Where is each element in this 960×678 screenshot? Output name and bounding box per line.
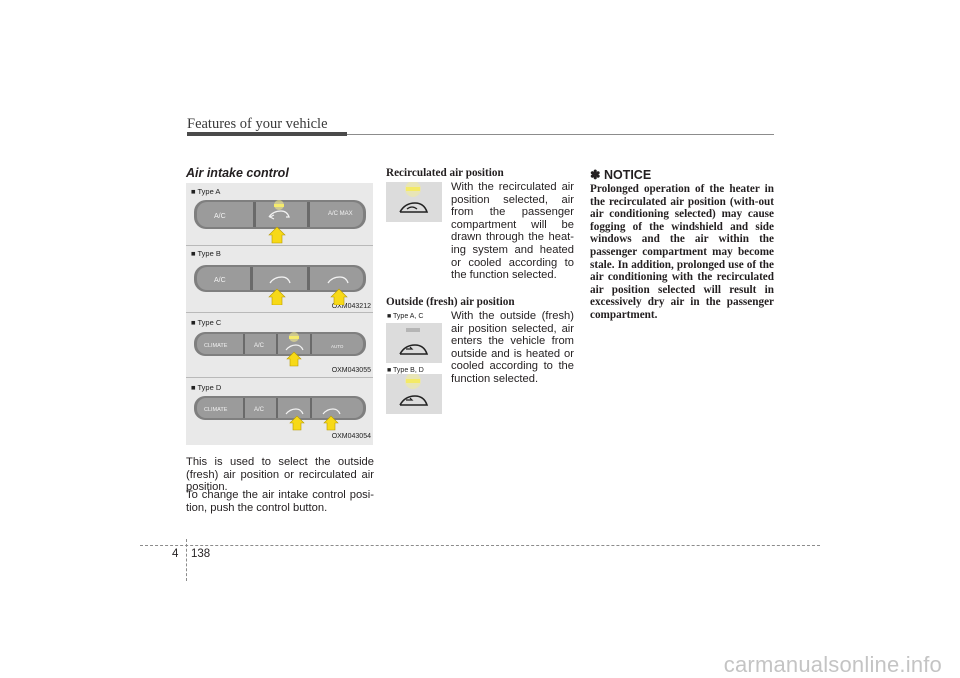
section-title: Air intake control <box>186 166 289 180</box>
footer-divider <box>186 539 187 581</box>
panel-d-ac-label: A/C <box>254 407 265 413</box>
page-number: 138 <box>191 548 211 560</box>
panel-type-c: ■ Type C OXM043055 CLIMATE A/C AUTO <box>186 312 373 378</box>
instruction-paragraph: To change the air intake control posi-ti… <box>186 489 374 514</box>
control-panel-figure: ■ Type A A/C A/C MAX ■ Type B OXM043212 … <box>186 183 373 445</box>
notice-text: Prolonged operation of the heater in the… <box>590 183 774 321</box>
panel-type-label: ■ Type C <box>191 318 222 327</box>
recirc-text: With the recirculated air position selec… <box>451 181 574 282</box>
footer-rule <box>140 545 820 546</box>
panel-a-acmax-label: A/C MAX <box>328 211 353 217</box>
intro-paragraph: This is used to select the outside (fres… <box>186 456 374 494</box>
header-rule <box>187 134 774 135</box>
figure-code: OXM043212 <box>331 303 371 310</box>
panel-type-a: ■ Type A A/C A/C MAX <box>186 183 373 246</box>
outside-icon-thumbnail-ac <box>386 323 442 363</box>
outside-text: With the outside (fresh) air position se… <box>451 310 574 385</box>
recirc-icon-thumbnail <box>386 181 442 222</box>
panel-c-ac-label: A/C <box>254 343 265 349</box>
panel-b-ac-label: A/C <box>214 277 226 284</box>
panel-type-label: ■ Type D <box>191 383 222 392</box>
panel-a-illustration: A/C A/C MAX <box>194 200 366 244</box>
panel-c-illustration: CLIMATE A/C AUTO <box>194 332 366 367</box>
chapter-number: 4 <box>172 548 179 560</box>
panel-b-illustration: A/C <box>194 265 366 305</box>
panel-type-d: ■ Type D OXM043054 CLIMATE A/C <box>186 377 373 445</box>
recirc-heading: Recirculated air position <box>386 167 504 179</box>
watermark: carmanualsonline.info <box>723 652 942 677</box>
panel-type-label: ■ Type B <box>191 249 221 258</box>
outside-type-bd-label: ■ Type B, D <box>387 367 424 374</box>
notice-title: ✽ NOTICE <box>590 168 652 182</box>
panel-type-b: ■ Type B OXM043212 A/C <box>186 245 373 313</box>
outside-air-icon <box>399 373 429 406</box>
header-rule-accent <box>187 132 347 136</box>
header-title: Features of your vehicle <box>187 116 328 132</box>
panel-a-ac-label: A/C <box>214 213 226 220</box>
recirc-icon <box>399 181 429 213</box>
panel-d-climate-label: CLIMATE <box>204 407 228 413</box>
figure-code: OXM043054 <box>331 433 371 440</box>
panel-type-label: ■ Type A <box>191 187 221 196</box>
panel-c-climate-label: CLIMATE <box>204 343 228 349</box>
outside-icon-thumbnail-bd <box>386 373 442 414</box>
figure-code: OXM043055 <box>331 367 371 374</box>
panel-d-illustration: CLIMATE A/C <box>194 396 366 431</box>
panel-c-auto-label: AUTO <box>331 344 344 349</box>
outside-type-ac-label: ■ Type A, C <box>387 313 424 320</box>
outside-heading: Outside (fresh) air position <box>386 296 515 308</box>
outside-air-icon <box>399 328 429 355</box>
